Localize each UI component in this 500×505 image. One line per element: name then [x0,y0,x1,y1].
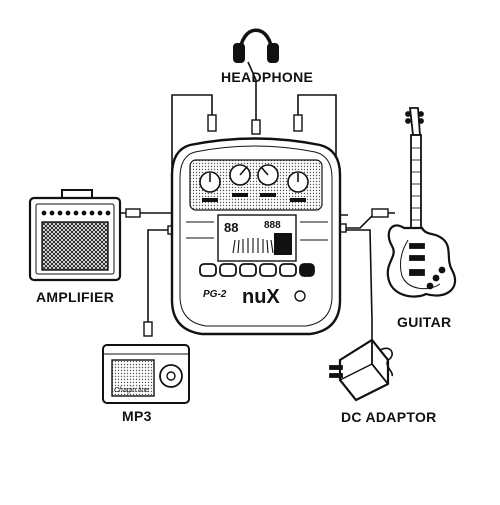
mp3-cable [147,229,176,335]
mp3-label: MP3 [122,408,152,424]
button-5 [279,263,297,277]
tuner-meter [232,238,274,254]
lcd-right-digits: 888 [264,220,281,231]
lcd-left-digits: 88 [224,220,238,235]
device-brand-logo: nuX [242,286,280,308]
headphone-label: HEADPHONE [221,69,314,85]
plug-amp-side [125,208,141,218]
button-1 [199,263,217,277]
guitar-label: GUITAR [397,314,452,330]
mp3-screen-text: Chagin line [114,387,149,394]
amplifier-cable [118,94,213,214]
amplifier-icon [28,189,122,282]
guitar-icon [386,107,457,298]
headphone-icon [233,28,279,63]
button-6 [299,263,315,277]
plug-mp3-top [143,321,153,337]
button-2 [219,263,237,277]
plug-amp-top [207,114,217,132]
dc-cable [336,229,373,345]
mp3-player-icon: Chagin line [102,344,190,404]
button-4 [259,263,277,277]
dc-adaptor-icon [329,338,394,402]
device-buttons [199,263,315,277]
button-3 [239,263,257,277]
pg2-device: 88 888 PG-2 nuX [170,137,342,336]
device-model: PG-2 [203,289,227,300]
plug-guitar-side [371,208,389,218]
plug-aux-top [293,114,303,132]
dc-adaptor-label: DC ADAPTOR [341,409,437,425]
mp3-screen [111,359,155,397]
amplifier-label: AMPLIFIER [36,289,115,305]
plug-headphone [251,119,261,135]
